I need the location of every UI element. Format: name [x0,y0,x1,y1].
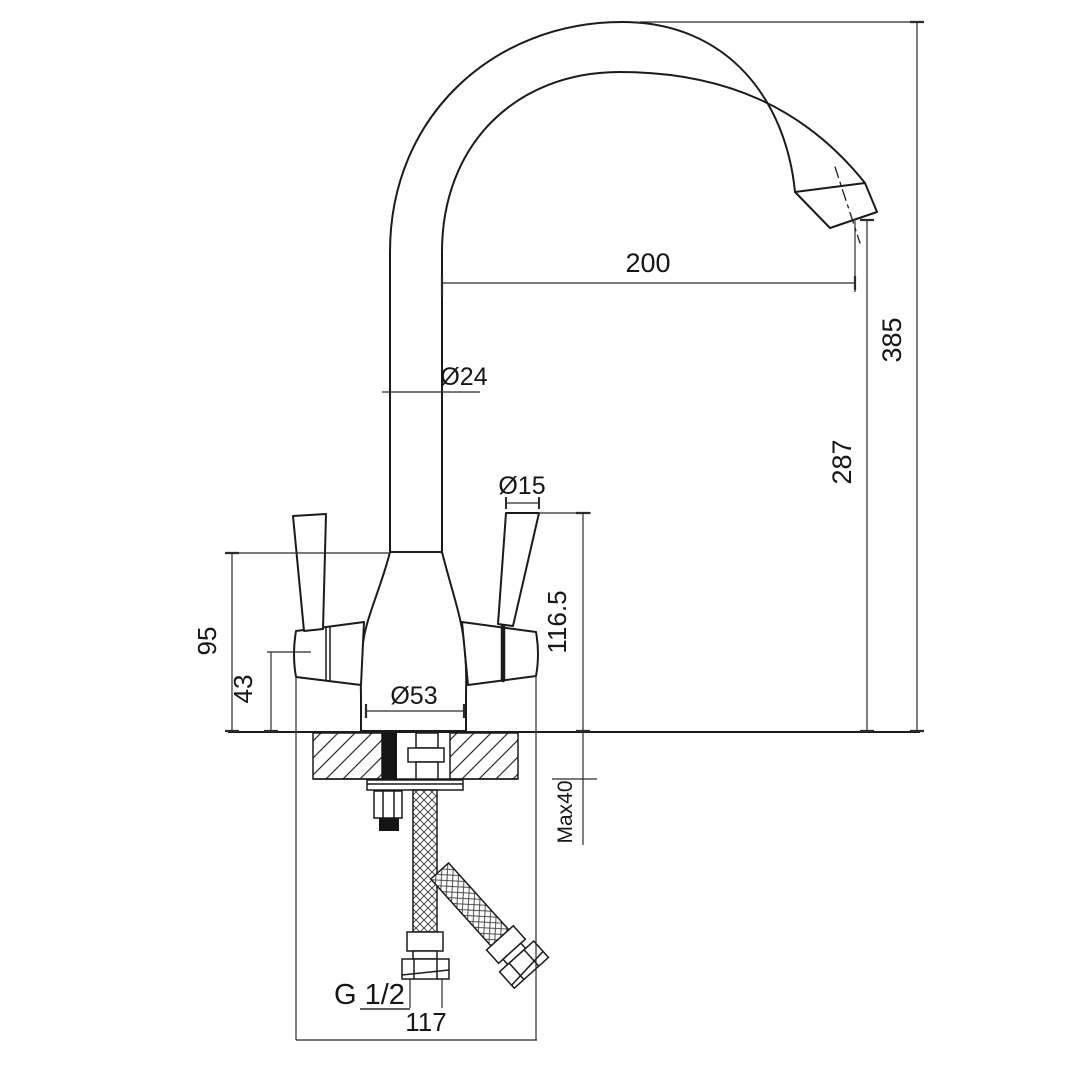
dim-base-diameter-label: Ø53 [390,682,437,710]
clamping-plate [366,779,464,791]
dim-overall-height-line [640,21,924,731]
dim-outlet-height-ticks [860,218,874,733]
dim-overall-height-label: 385 [877,317,907,362]
supply-shank-top [415,732,439,749]
dim-body-top-height-label: 95 [192,627,222,656]
projection-box-lines [295,676,537,1041]
dim-hose-label: 117 [405,1007,446,1037]
mounting-stud [382,733,397,779]
dim-handle-axis-height-label: 43 [228,675,258,704]
aerator-centerline [834,166,861,244]
dim-hose-ext-lines [409,979,443,1008]
counter-slab-right [449,732,519,780]
hose-nut-facets-vertical [401,959,450,979]
dim-reach-label: 200 [625,248,670,278]
right-handle-lever [497,512,540,627]
right-handle-hub [461,621,539,686]
hose-collar-vertical [406,931,444,952]
left-handle-hub [293,621,365,686]
supply-shank-bottom [415,761,439,780]
dim-body-height-line [228,552,390,731]
dimension-lines [225,20,924,1041]
spout-tube [389,21,878,553]
dimension-labels: 200 385 287 Ø24 Ø15 116.5 95 43 Ø53 Max4… [192,248,907,1037]
dim-handle-dia-ticks [505,497,540,509]
supply-shank-nut [407,747,445,763]
hose-nut-vertical [401,958,450,980]
dim-max-deck-thickness-label: Max40 [554,780,577,843]
aerator-collar-line [794,182,866,193]
dim-body-height-ticks [225,551,239,733]
stud-tip [379,818,399,831]
dim-reach-ticks [440,275,857,297]
dim-base-dia-ticks [364,704,466,718]
dim-outlet-height-label: 287 [827,439,857,484]
left-hub-divider [325,626,331,681]
thread-size-label: G 1/2 [334,979,405,1011]
dim-overall-height-ticks [910,20,924,733]
dim-handle-top-height-label: 116.5 [542,590,572,653]
stud-nut-facets [382,791,395,818]
faucet-outline [292,21,878,732]
stud-nut [373,790,403,819]
dim-spout-diameter-label: Ø24 [440,363,487,391]
dim-handle-diameter-label: Ø15 [498,472,545,500]
mounting-hardware [366,732,464,831]
hose-neck-vertical [412,950,438,960]
supply-hoses [401,789,550,990]
counter-slab-left [312,732,383,780]
dim-handle-axis-line [267,651,311,731]
hose-braid-vertical [412,789,438,933]
left-handle-lever [292,513,327,632]
dim-handle-height-ticks [576,511,590,733]
